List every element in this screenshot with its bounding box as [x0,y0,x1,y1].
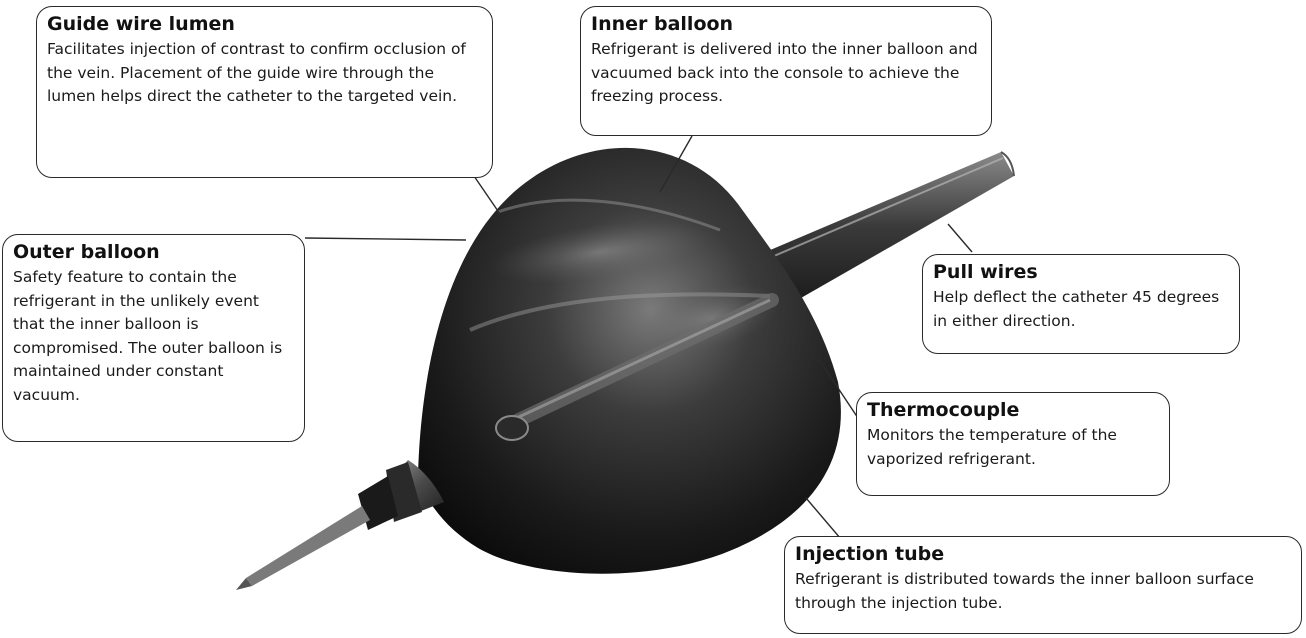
callout-thermocouple: Thermocouple Monitors the temperature of… [856,392,1170,496]
callout-body: Refrigerant is distributed towards the i… [795,568,1292,615]
callout-body: Safety feature to contain the refrigeran… [13,266,295,407]
callout-pull-wires: Pull wires Help deflect the catheter 45 … [922,254,1240,354]
leader-guide-wire [474,176,500,214]
callout-guide-wire-lumen: Guide wire lumen Facilitates injection o… [36,6,493,178]
callout-title: Thermocouple [867,399,1160,421]
balloon [418,148,841,574]
callout-inner-balloon: Inner balloon Refrigerant is delivered i… [580,6,992,136]
callout-injection-tube: Injection tube Refrigerant is distribute… [784,536,1302,634]
leader-pull-wires [948,224,972,252]
callout-title: Outer balloon [13,241,295,263]
callout-outer-balloon: Outer balloon Safety feature to contain … [2,234,305,442]
catheter-tip [236,460,444,590]
callout-body: Refrigerant is delivered into the inner … [591,38,982,109]
leader-outer-balloon [305,238,466,240]
callout-title: Pull wires [933,261,1230,283]
callout-body: Monitors the temperature of the vaporize… [867,424,1160,471]
callout-title: Inner balloon [591,13,982,35]
callout-body: Facilitates injection of contrast to con… [47,38,483,109]
callout-title: Guide wire lumen [47,13,483,35]
callout-title: Injection tube [795,543,1292,565]
callout-body: Help deflect the catheter 45 degrees in … [933,286,1230,333]
